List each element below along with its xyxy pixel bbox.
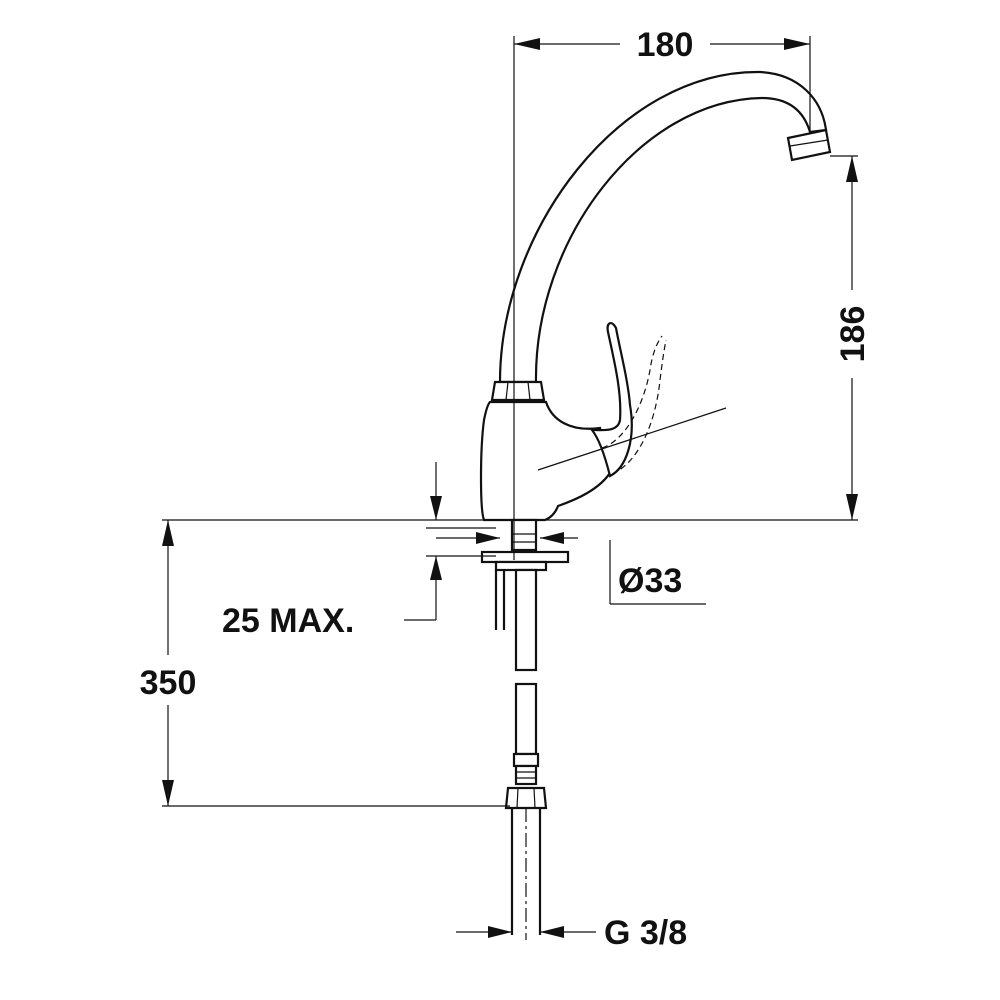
mounting-nut — [494, 560, 548, 572]
lever-axis — [537, 407, 727, 471]
supply-hose-lower — [514, 682, 538, 756]
dimension-label-180: 180 — [637, 26, 694, 64]
spout — [498, 70, 828, 384]
dimension-countertop-thickness: 25 MAX. — [222, 462, 496, 640]
dimension-total-length: 350 — [140, 520, 510, 807]
dimension-hole-diameter: Ø33 — [436, 532, 706, 605]
center-lines — [513, 36, 811, 940]
lever-alt-position — [601, 335, 667, 475]
mounting-stud — [510, 518, 538, 552]
faucet-outline — [479, 70, 832, 935]
dimension-thread: G 3/8 — [456, 914, 687, 952]
lever-handle — [589, 322, 633, 478]
supply-hose-upper — [514, 568, 538, 672]
mounting-washer — [480, 550, 570, 564]
dimension-label-350: 350 — [140, 664, 197, 702]
dimension-spout-reach: 180 — [514, 26, 810, 64]
swivel-nut — [490, 380, 546, 402]
dimension-label-186: 186 — [834, 306, 872, 363]
dimension-label-diameter-33: Ø33 — [618, 562, 682, 600]
aerator — [786, 128, 832, 162]
dimension-label-g-3-8: G 3/8 — [604, 914, 687, 952]
dimension-spout-height: 186 — [830, 155, 872, 520]
faucet-body — [479, 400, 614, 522]
connector-nut — [504, 786, 548, 810]
dimension-label-25-max: 25 MAX. — [222, 602, 354, 640]
